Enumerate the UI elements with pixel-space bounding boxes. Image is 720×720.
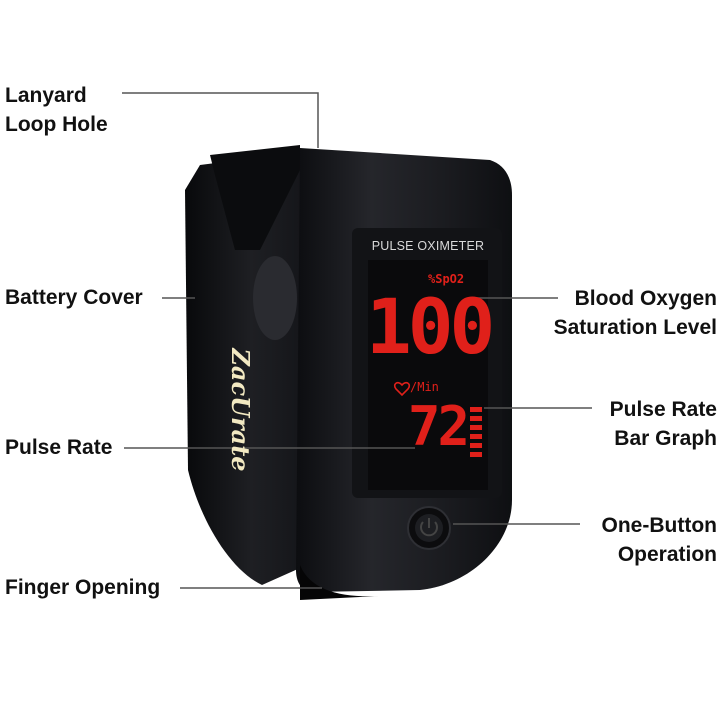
- lanyard-loop-hole-label: Lanyard Loop Hole: [5, 81, 108, 139]
- pulse-bar-graph: [470, 407, 482, 457]
- heart-icon: [393, 381, 411, 397]
- bar-graph-label: Pulse Rate Bar Graph: [610, 395, 717, 453]
- bar-segment: [470, 416, 482, 421]
- bar-segment: [470, 434, 482, 439]
- pulse-rate-label: Pulse Rate: [5, 436, 113, 459]
- finger-opening: [300, 565, 380, 600]
- lanyard-line2: Loop Hole: [5, 113, 108, 136]
- brand-logo: ZacUrate: [226, 348, 255, 472]
- bar-segment: [470, 443, 482, 448]
- bar-segment: [470, 425, 482, 430]
- device-side-shell: [185, 150, 318, 585]
- blood-oxygen-line2: Saturation Level: [553, 316, 717, 339]
- one-button-line2: Operation: [617, 543, 717, 566]
- bar-segment: [470, 452, 482, 457]
- one-button-line1: One-Button: [601, 514, 717, 537]
- blood-oxygen-line1: Blood Oxygen: [574, 287, 717, 310]
- hinge-top: [210, 145, 300, 250]
- blood-oxygen-label: Blood Oxygen Saturation Level: [554, 284, 717, 342]
- hinge-knob: [253, 256, 297, 340]
- spo2-value: 100: [366, 282, 495, 371]
- panel-title: PULSE OXIMETER: [371, 239, 485, 253]
- one-button-label: One-Button Operation: [602, 511, 717, 569]
- lanyard-leader: [122, 92, 319, 148]
- pulse-value: 72: [408, 395, 470, 458]
- bar-segment: [470, 407, 482, 412]
- spo2-unit-label: %SpO2: [428, 272, 465, 286]
- power-icon: [420, 521, 438, 537]
- battery-cover-label: Battery Cover: [5, 286, 143, 309]
- pulse-unit-label: /Min: [410, 380, 439, 394]
- lcd-screen: [368, 260, 488, 490]
- lanyard-line1: Lanyard: [5, 84, 87, 107]
- bar-graph-line1: Pulse Rate: [609, 398, 717, 421]
- bar-graph-line2: Bar Graph: [614, 427, 717, 450]
- finger-opening-label: Finger Opening: [5, 576, 161, 599]
